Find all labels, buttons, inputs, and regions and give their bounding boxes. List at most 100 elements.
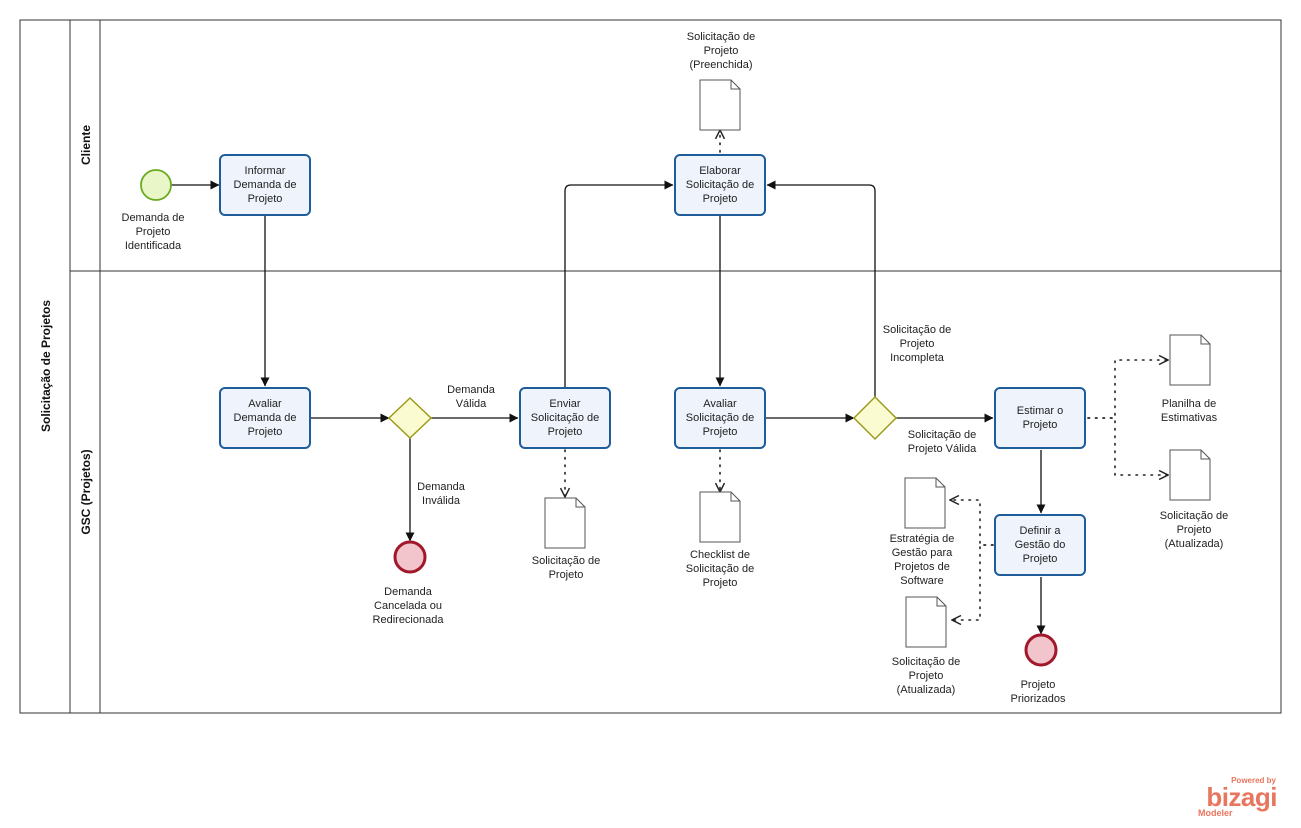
- label-line: Software: [900, 575, 943, 587]
- label-line: Projeto: [548, 426, 583, 438]
- data-associations: [565, 130, 1168, 620]
- label-line: Solicitação de: [531, 412, 600, 424]
- flow-gateway-to-elaborar: [766, 180, 876, 397]
- label-line: Demanda de: [234, 179, 297, 191]
- label-line: Projeto: [909, 670, 944, 682]
- label-line: Projeto: [248, 426, 283, 438]
- artifact-planilha-label: Planilha de Estimativas: [1161, 398, 1218, 424]
- label-line: Projeto: [1177, 524, 1212, 536]
- data-object-preenchida[interactable]: [699, 79, 741, 131]
- label-line: Projeto: [1023, 419, 1058, 431]
- label-line: Demanda: [447, 384, 496, 396]
- label-line: Elaborar: [699, 165, 741, 177]
- data-object-solicitacao-enviada[interactable]: [544, 497, 586, 549]
- data-object-atualizada-definir[interactable]: [905, 596, 947, 648]
- task-avaliar-solicitacao[interactable]: [674, 387, 766, 449]
- label-line: Incompleta: [890, 352, 945, 364]
- sequence-flows: [171, 180, 1046, 635]
- label-line: Projeto: [136, 226, 171, 238]
- label-line: Estimativas: [1161, 412, 1218, 424]
- label-line: Projeto: [1023, 553, 1058, 565]
- brand-product-text: Modeler: [1198, 808, 1233, 818]
- label-line: Solicitação de: [1160, 510, 1229, 522]
- label-line: Projeto: [248, 193, 283, 205]
- task-elaborar-solicitacao[interactable]: [674, 154, 766, 216]
- label-line: Válida: [456, 398, 487, 410]
- start-event[interactable]: [140, 169, 172, 201]
- label-line: Inválida: [422, 495, 461, 507]
- label-line: Estimar o: [1017, 405, 1063, 417]
- flow-enviar-to-elaborar: [564, 180, 674, 387]
- label-line: Demanda: [417, 481, 466, 493]
- label-line: Projeto: [1021, 679, 1056, 691]
- task-estimar-label: Estimar o Projeto: [1017, 405, 1063, 431]
- label-line: Projeto: [703, 577, 738, 589]
- label-line: Checklist de: [690, 549, 750, 561]
- end-event-cancelada[interactable]: [393, 540, 427, 574]
- label-line: Identificada: [125, 240, 182, 252]
- label-line: Solicitação de: [686, 412, 755, 424]
- brand-name-text: bizagi: [1206, 782, 1277, 812]
- label-line: Estratégia de: [890, 533, 955, 545]
- label-line: Avaliar: [248, 398, 282, 410]
- label-line: Solicitação de: [908, 429, 977, 441]
- label-line: Planilha de: [1162, 398, 1216, 410]
- data-object-atualizada-estimar[interactable]: [1169, 449, 1211, 501]
- artifact-preenchida-label: Solicitação de Projeto (Preenchida): [687, 31, 756, 71]
- label-line: Solicitação de: [686, 563, 755, 575]
- label-line: Projeto: [900, 338, 935, 350]
- label-line: Informar: [245, 165, 286, 177]
- data-object-planilha[interactable]: [1169, 334, 1211, 386]
- pool-title: Solicitação de Projetos: [39, 300, 53, 432]
- label-line: Gestão para: [892, 547, 953, 559]
- gateway-solicitacao[interactable]: [852, 395, 898, 441]
- task-enviar-solicitacao[interactable]: [519, 387, 611, 449]
- label-line: Projetos de: [894, 561, 950, 573]
- label-line: Solicitação de: [687, 31, 756, 43]
- label-line: Definir a: [1020, 525, 1062, 537]
- label-line: Projeto: [549, 569, 584, 581]
- data-object-checklist[interactable]: [699, 491, 741, 543]
- label-line: Redirecionada: [373, 614, 445, 626]
- end-event-priorizados[interactable]: [1024, 633, 1058, 667]
- label-line: (Atualizada): [897, 684, 956, 696]
- task-definir-label: Definir a Gestão do Projeto: [1015, 525, 1066, 565]
- bizagi-logo: Powered by bizagi Modeler: [1198, 776, 1278, 818]
- data-object-estrategia[interactable]: [904, 477, 946, 529]
- pool: Solicitação de Projetos Cliente GSC (Pro…: [19, 19, 1282, 714]
- label-line: Avaliar: [703, 398, 737, 410]
- gateway-demanda[interactable]: [387, 396, 433, 440]
- label-line: Projeto: [704, 45, 739, 57]
- lane-title-gsc: GSC (Projetos): [79, 449, 93, 534]
- lane-title-cliente: Cliente: [79, 125, 93, 165]
- label-line: (Preenchida): [690, 59, 753, 71]
- label-line: Solicitação de: [883, 324, 952, 336]
- artifact-checklist-label: Checklist de Solicitação de Projeto: [686, 549, 755, 589]
- task-informar-demanda[interactable]: [219, 154, 311, 216]
- label-line: Projeto: [703, 193, 738, 205]
- task-definir-gestao[interactable]: [994, 514, 1086, 576]
- task-estimar-projeto[interactable]: [994, 387, 1086, 449]
- label-line: Solicitação de: [686, 179, 755, 191]
- label-line: Demanda de: [234, 412, 297, 424]
- data-objects: [544, 79, 1211, 648]
- task-avaliar-demanda[interactable]: [219, 387, 311, 449]
- label-line: Demanda: [384, 586, 433, 598]
- label-line: Gestão do: [1015, 539, 1066, 551]
- label-line: Cancelada ou: [374, 600, 442, 612]
